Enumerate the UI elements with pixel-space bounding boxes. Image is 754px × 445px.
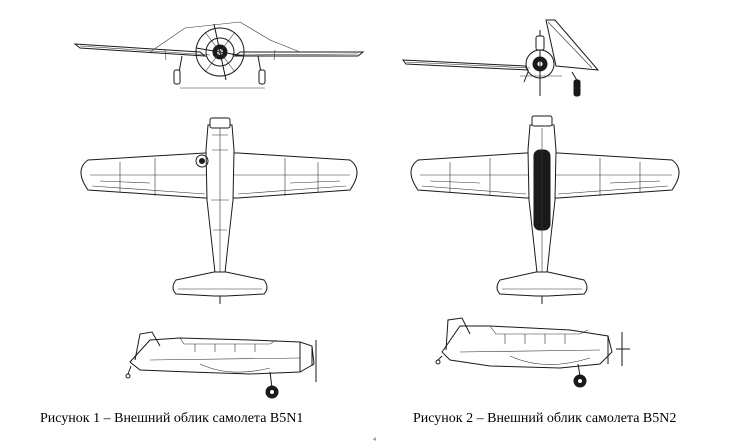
- b5n2-front-view: [401, 19, 600, 97]
- b5n2-top-view: [410, 115, 680, 304]
- page-number: 4: [373, 437, 376, 443]
- figure-1-caption: Рисунок 1 – Внешний облик самолета B5N1: [40, 411, 304, 426]
- b5n2-drawing: [401, 19, 680, 388]
- b5n1-front-view: [73, 21, 365, 89]
- figure-2-caption: Рисунок 2 – Внешний облик самолета B5N2: [413, 411, 677, 426]
- b5n1-drawing: [73, 21, 365, 399]
- b5n1-side-view: [125, 331, 317, 399]
- b5n1-top-view: [80, 117, 358, 304]
- b5n2-side-view: [435, 317, 630, 388]
